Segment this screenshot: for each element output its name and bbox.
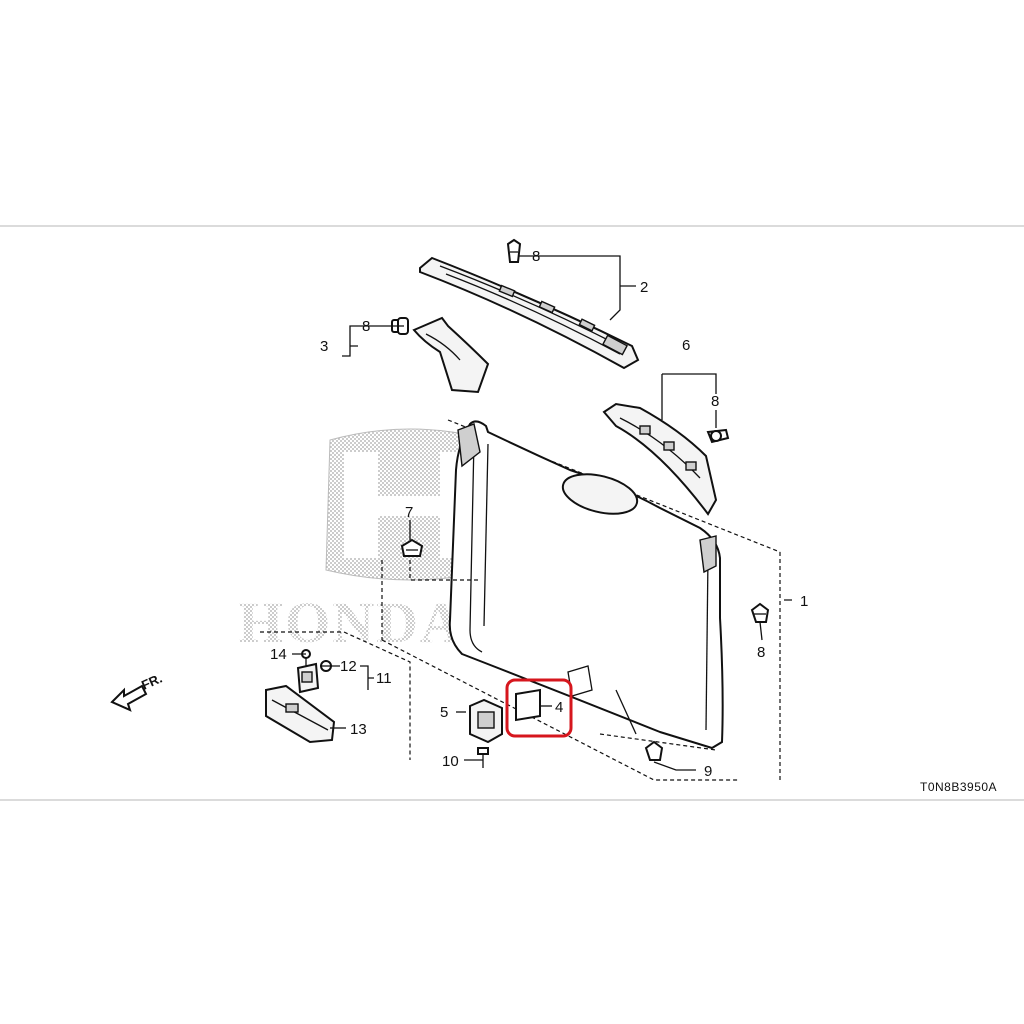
callout-13: 13: [350, 721, 367, 738]
callout-3: 3: [320, 338, 328, 355]
part-11-switch: [296, 662, 320, 694]
front-direction-indicator: FR.: [110, 671, 164, 712]
callout-4: 4: [555, 699, 563, 716]
part-1-tailgate-lining: [447, 419, 781, 751]
callout-11: 11: [376, 670, 392, 687]
part-12-clip: [320, 660, 332, 672]
callout-8-right: 8: [711, 393, 719, 410]
part-13-handle: [265, 684, 336, 744]
part-7-clip: [400, 538, 424, 557]
callout-12: 12: [340, 658, 357, 675]
callout-1: 1: [800, 593, 808, 610]
part-2-upper-garnish: [419, 256, 640, 370]
watermark-brand-text: HONDA: [238, 590, 464, 655]
diagram-reference-code: T0N8B3950A: [920, 780, 997, 794]
part-5-bracket: [469, 698, 503, 744]
callout-14: 14: [270, 646, 287, 663]
callout-8-left: 8: [362, 318, 370, 335]
callout-5: 5: [440, 704, 448, 721]
callout-leaders: [292, 255, 792, 771]
callout-6: 6: [682, 337, 690, 354]
callout-2: 2: [640, 279, 648, 296]
part-3-left-pillar-trim: [412, 316, 490, 394]
honda-watermark: HONDA: [238, 428, 495, 655]
callout-9: 9: [704, 763, 712, 780]
front-arrow-icon: [110, 684, 148, 712]
part-6-right-pillar-trim: [602, 402, 718, 516]
callout-8-top: 8: [532, 248, 540, 265]
part-4-cover: [515, 688, 541, 722]
clip-8-side: [750, 602, 770, 623]
callout-7: 7: [405, 504, 413, 521]
part-4-highlight-box: [505, 678, 573, 738]
part-9-clip: [644, 740, 664, 761]
part-10-screw: [477, 747, 489, 768]
clip-8-right: [706, 428, 730, 444]
clip-8-top: [506, 238, 522, 263]
callout-10: 10: [442, 753, 459, 770]
front-direction-label: FR.: [139, 671, 164, 693]
guide-lines: [260, 552, 781, 781]
callout-8-side: 8: [757, 644, 765, 661]
